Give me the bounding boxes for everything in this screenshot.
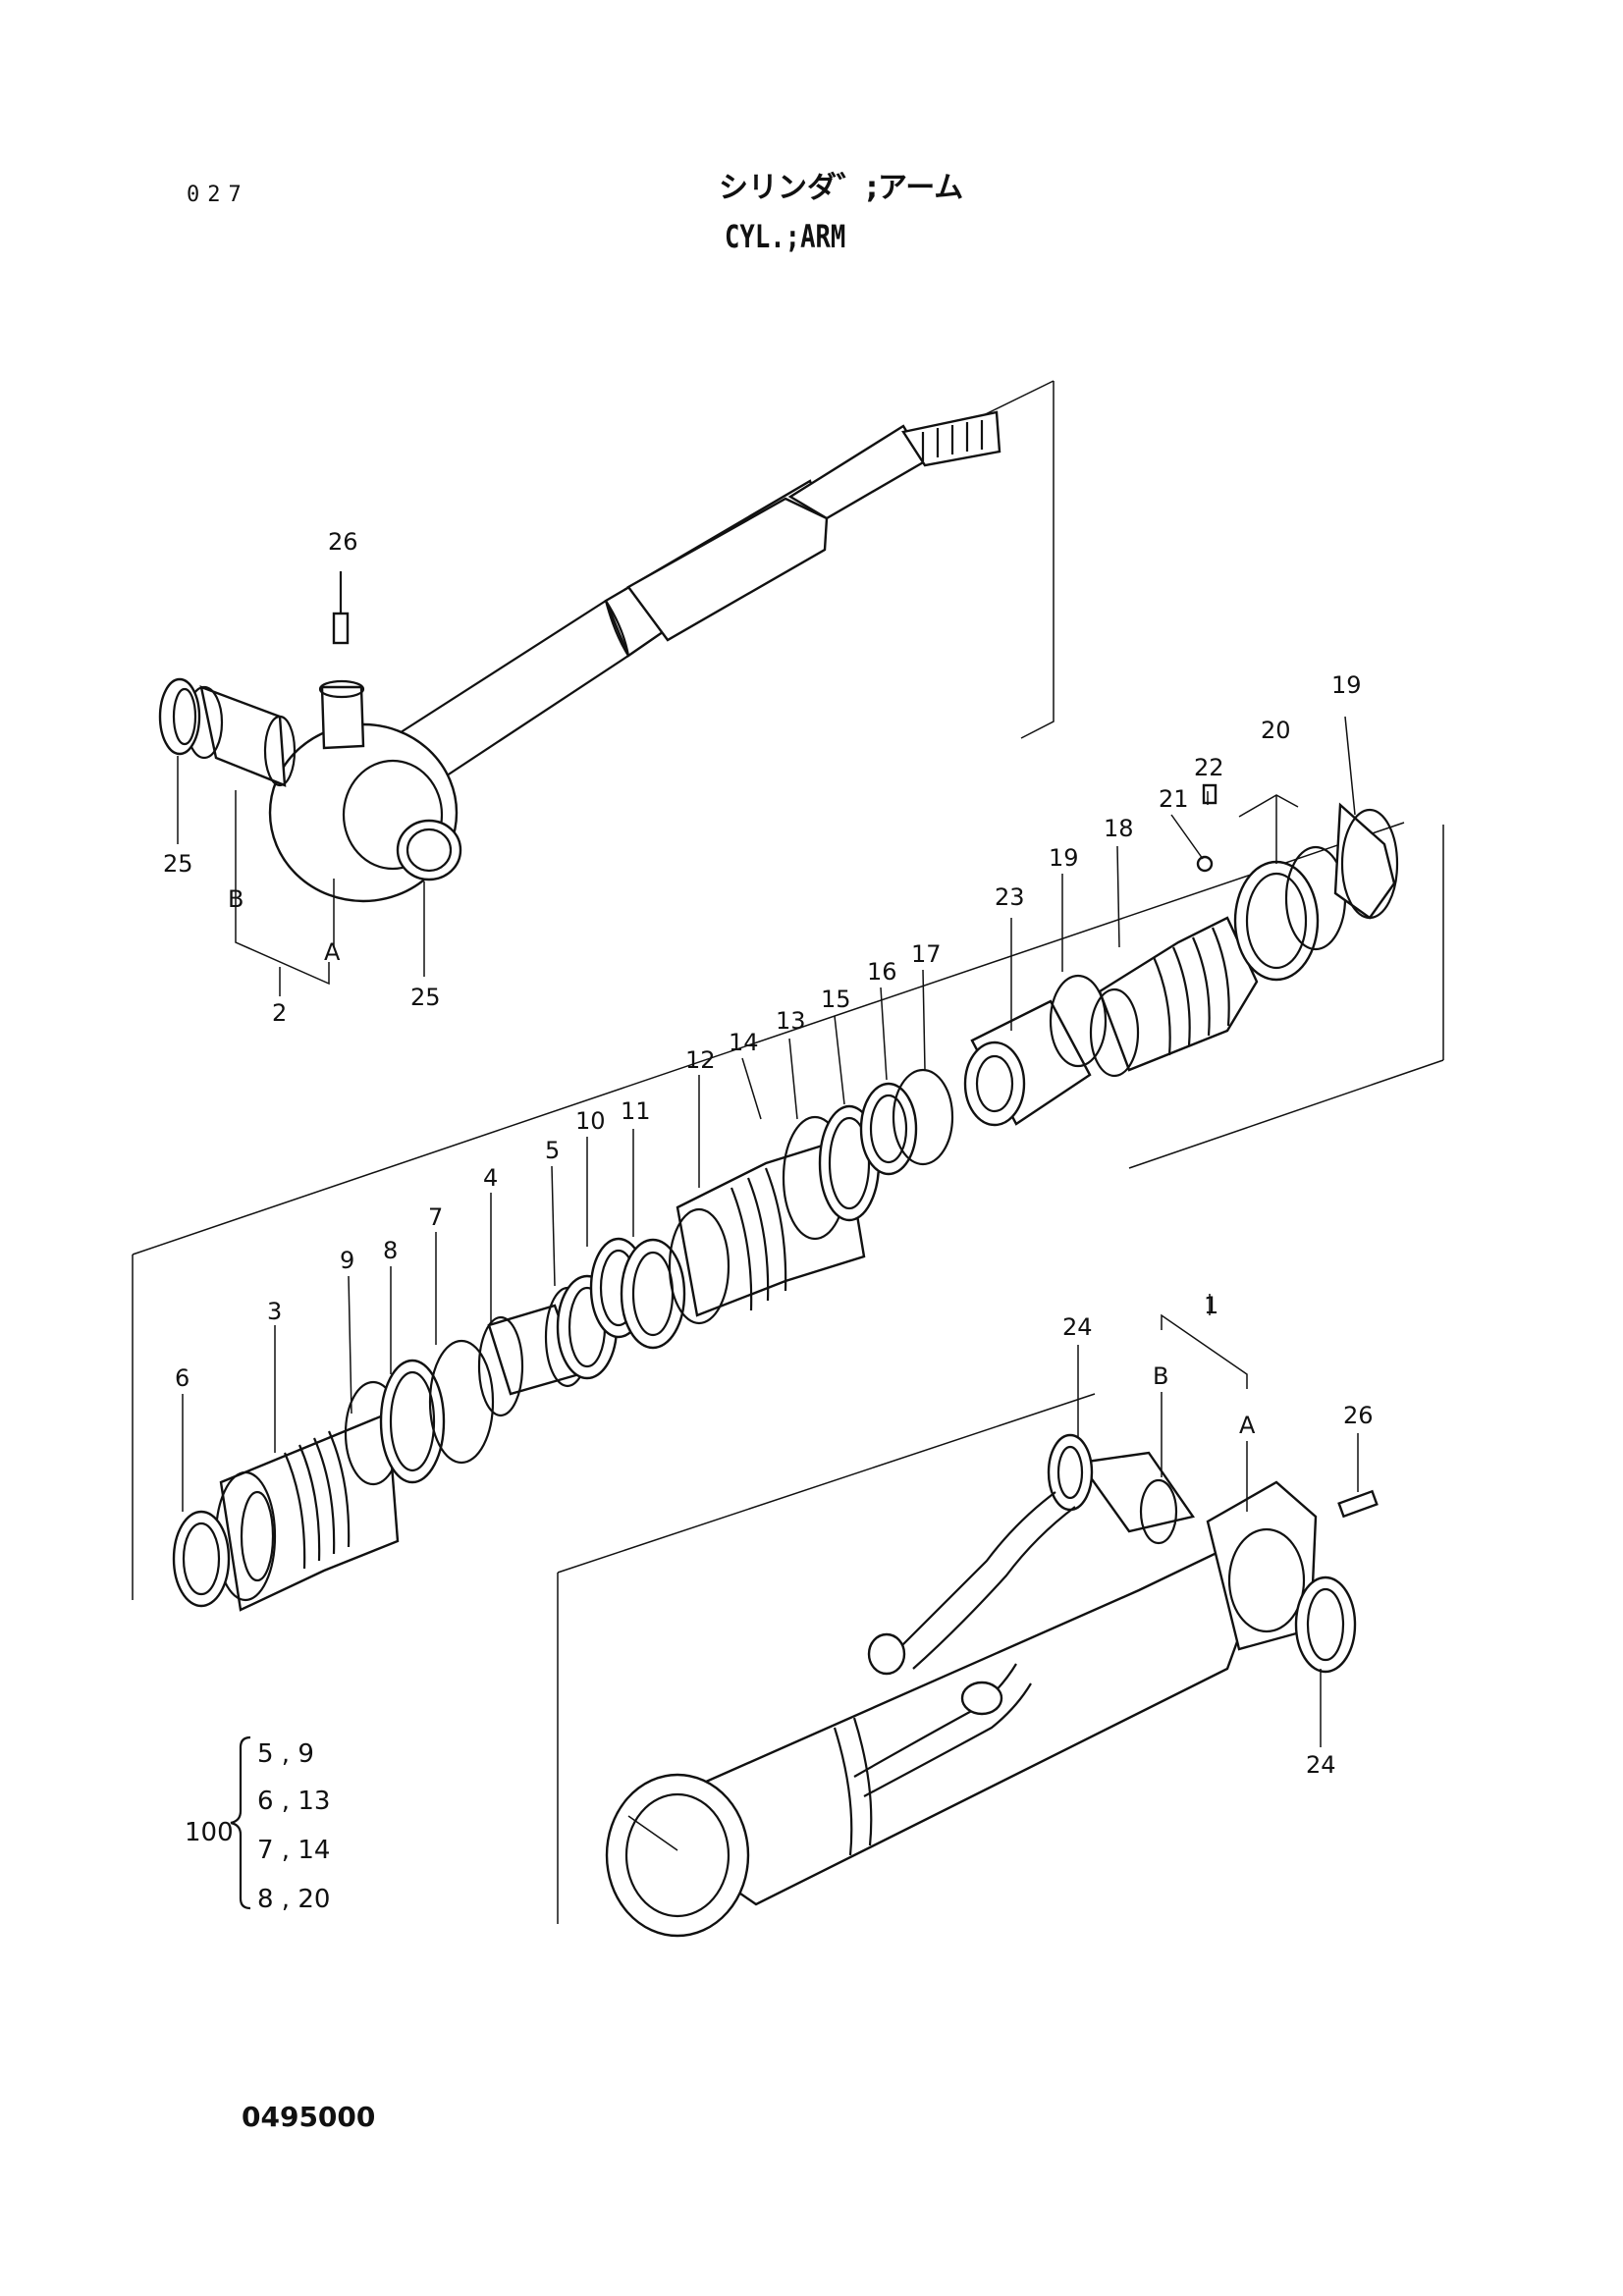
callout-17: 17 <box>911 940 942 968</box>
seal-6 <box>172 1510 231 1608</box>
middle-leaders <box>182 716 1356 1512</box>
middle-band-frame <box>132 822 1444 1600</box>
callout-5: 5 <box>545 1137 560 1164</box>
callout-3: 3 <box>267 1298 282 1325</box>
callout-8: 8 <box>383 1237 398 1264</box>
callout-14: 14 <box>729 1029 759 1056</box>
callout-16: 16 <box>867 958 897 986</box>
rings-9-8-7 <box>344 1339 495 1486</box>
callout-21: 21 <box>1159 785 1189 813</box>
tube-leaders <box>627 1294 1359 1851</box>
callout-19-left: 19 <box>1049 844 1079 872</box>
callout-24-bottom: 24 <box>1306 1751 1336 1779</box>
callout-19-right: 19 <box>1331 671 1362 699</box>
page-number: 027 <box>187 183 249 207</box>
piston-12 <box>668 1137 866 1325</box>
callout-24-top: 24 <box>1062 1313 1093 1341</box>
tube-bushing-b <box>1077 1451 1195 1545</box>
dust-seal-25-right <box>396 819 462 881</box>
seal-kit-row-2: 6 , 13 <box>257 1787 331 1816</box>
gland-3 <box>214 1412 400 1612</box>
tube-pipes <box>853 1491 1076 1797</box>
rod-leaders <box>177 571 425 996</box>
rings-20-19 <box>1233 802 1399 982</box>
seal-kit-row-4: 8 , 20 <box>257 1885 331 1914</box>
grease-fitting-26-bottom <box>1337 1489 1379 1519</box>
callout-2: 2 <box>272 999 287 1027</box>
rod-bushing-b <box>185 685 297 787</box>
title-japanese: シリンダ゛;アーム <box>719 171 964 205</box>
tube-assembly-frame <box>557 1393 1096 1924</box>
drawing-number: 0495000 <box>242 2101 376 2133</box>
cylinder-tube <box>605 1529 1269 1938</box>
callout-b-tube: B <box>1153 1362 1168 1390</box>
piston-rod <box>397 410 1001 786</box>
tube-head-a <box>1206 1480 1318 1651</box>
callout-25-left: 25 <box>163 850 193 878</box>
seals-5-10-11 <box>556 1237 686 1380</box>
callout-12: 12 <box>685 1046 716 1074</box>
callout-18: 18 <box>1104 815 1134 842</box>
callout-a-tube: A <box>1239 1412 1256 1439</box>
callout-26-top: 26 <box>328 528 358 556</box>
rings-16-17 <box>859 1068 954 1176</box>
callout-9: 9 <box>340 1247 354 1274</box>
cushion-23 <box>963 999 1092 1127</box>
seal-kit-row-1: 5 , 9 <box>257 1739 314 1769</box>
callout-7: 7 <box>428 1203 443 1231</box>
callout-22: 22 <box>1194 754 1224 781</box>
piston-18 <box>1049 916 1259 1078</box>
title-english: CYL.;ARM <box>725 218 846 255</box>
callout-26-bottom: 26 <box>1343 1402 1374 1429</box>
dust-seal-25-left <box>158 677 201 756</box>
grease-fitting-26-top <box>332 571 350 645</box>
callout-6: 6 <box>175 1364 189 1392</box>
callout-4: 4 <box>483 1164 498 1192</box>
callout-11: 11 <box>621 1097 651 1125</box>
callout-25-right: 25 <box>410 984 441 1011</box>
seal-kit-number: 100 <box>185 1818 234 1847</box>
callout-20: 20 <box>1261 717 1291 744</box>
callout-a-rod: A <box>324 938 341 966</box>
seal-kit-brace <box>230 1735 251 1910</box>
callout-1: 1 <box>1204 1292 1218 1319</box>
set-screw-22-ball-21 <box>1196 783 1217 873</box>
callout-23: 23 <box>995 883 1025 911</box>
callout-b-rod: B <box>228 885 243 913</box>
seal-kit-row-3: 7 , 14 <box>257 1836 331 1865</box>
callout-15: 15 <box>821 986 851 1013</box>
callout-10: 10 <box>575 1107 606 1135</box>
callout-13: 13 <box>776 1007 806 1035</box>
dust-seal-24-top <box>1047 1433 1094 1512</box>
dust-seal-24-bottom <box>1294 1575 1357 1674</box>
